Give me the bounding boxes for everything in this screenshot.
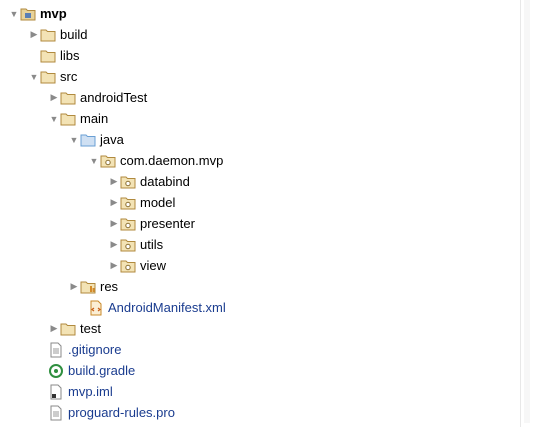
source-folder-icon xyxy=(80,132,96,148)
tree-item-presenter[interactable]: ▶ presenter xyxy=(0,213,533,234)
tree-item-label: build xyxy=(60,27,88,42)
expand-arrow-icon[interactable]: ▶ xyxy=(70,281,78,291)
tree-item-label: databind xyxy=(140,174,190,189)
tree-item-java[interactable]: ▼ java xyxy=(0,129,533,150)
folder-icon xyxy=(60,111,76,127)
resource-folder-icon xyxy=(80,279,96,295)
tree-item-label: main xyxy=(80,111,109,126)
tree-item-main[interactable]: ▼ main xyxy=(0,108,533,129)
folder-icon xyxy=(40,69,56,85)
expand-arrow-icon[interactable]: ▶ xyxy=(110,176,118,186)
expand-arrow-icon[interactable]: ▶ xyxy=(110,260,118,270)
tree-item-label: utils xyxy=(140,237,164,252)
tree-item-proguard[interactable]: proguard-rules.pro xyxy=(0,402,533,423)
tree-item-label: java xyxy=(100,132,124,147)
tree-item-build[interactable]: ▶ build xyxy=(0,24,533,45)
text-file-icon xyxy=(48,405,64,421)
collapse-arrow-icon[interactable]: ▼ xyxy=(29,71,39,82)
tree-item-label: view xyxy=(140,258,167,273)
tree-item-label: model xyxy=(140,195,176,210)
scrollbar-thumb[interactable] xyxy=(524,0,530,423)
tree-item-label: build.gradle xyxy=(68,363,136,378)
tree-item-model[interactable]: ▶ model xyxy=(0,192,533,213)
tree-item-mvp[interactable]: ▼ mvp xyxy=(0,3,528,24)
tree-item-label: mvp.iml xyxy=(68,384,113,399)
tree-item-src[interactable]: ▼ src xyxy=(0,66,533,87)
package-icon xyxy=(120,237,136,253)
tree-item-test[interactable]: ▶ test xyxy=(0,318,533,339)
package-icon xyxy=(120,258,136,274)
folder-icon xyxy=(40,48,56,64)
tree-item-label: com.daemon.mvp xyxy=(120,153,224,168)
tree-item-label: androidTest xyxy=(80,90,148,105)
collapse-arrow-icon[interactable]: ▼ xyxy=(9,8,19,19)
iml-file-icon xyxy=(48,384,64,400)
package-icon xyxy=(120,174,136,190)
expand-arrow-icon[interactable]: ▶ xyxy=(110,197,118,207)
tree-item-label: mvp xyxy=(40,6,67,21)
tree-item-databind[interactable]: ▶ databind xyxy=(0,171,533,192)
tree-item-libs[interactable]: libs xyxy=(0,45,533,66)
collapse-arrow-icon[interactable]: ▼ xyxy=(49,113,59,124)
tree-item-iml[interactable]: mvp.iml xyxy=(0,381,533,402)
tree-item-label: test xyxy=(80,321,101,336)
tree-item-label: presenter xyxy=(140,216,195,231)
tree-item-label: AndroidManifest.xml xyxy=(108,300,226,315)
text-file-icon xyxy=(48,342,64,358)
tree-item-utils[interactable]: ▶ utils xyxy=(0,234,533,255)
tree-item-gitignore[interactable]: .gitignore xyxy=(0,339,533,360)
tree-item-label: proguard-rules.pro xyxy=(68,405,175,420)
tree-item-manifest[interactable]: AndroidManifest.xml xyxy=(0,297,533,318)
tree-item-label: src xyxy=(60,69,78,84)
tree-item-label: libs xyxy=(60,48,80,63)
tree-item-label: res xyxy=(100,279,119,294)
expand-arrow-icon[interactable]: ▶ xyxy=(50,323,58,333)
project-tree: ▼ mvp ▶ build libs ▼ src ▶ androidTest xyxy=(10,6,226,420)
expand-arrow-icon[interactable]: ▶ xyxy=(110,218,118,228)
tree-item-view[interactable]: ▶ view xyxy=(0,255,533,276)
package-icon xyxy=(120,216,136,232)
package-icon xyxy=(120,195,136,211)
tree-item-res[interactable]: ▶ res xyxy=(0,276,533,297)
folder-icon xyxy=(60,321,76,337)
tree-item-package-root[interactable]: ▼ com.daemon.mvp xyxy=(0,150,533,171)
expand-arrow-icon[interactable]: ▶ xyxy=(50,92,58,102)
module-folder-icon xyxy=(20,6,36,22)
gradle-icon xyxy=(48,363,64,379)
tree-item-androidtest[interactable]: ▶ androidTest xyxy=(0,87,533,108)
folder-icon xyxy=(40,27,56,43)
tree-item-build-gradle[interactable]: build.gradle xyxy=(0,360,533,381)
collapse-arrow-icon[interactable]: ▼ xyxy=(89,155,99,166)
vertical-scrollbar[interactable] xyxy=(520,0,533,427)
expand-arrow-icon[interactable]: ▶ xyxy=(110,239,118,249)
xml-file-icon xyxy=(88,300,104,316)
expand-arrow-icon[interactable]: ▶ xyxy=(30,29,38,39)
collapse-arrow-icon[interactable]: ▼ xyxy=(69,134,79,145)
folder-icon xyxy=(60,90,76,106)
tree-item-label: .gitignore xyxy=(68,342,122,357)
package-icon xyxy=(100,153,116,169)
